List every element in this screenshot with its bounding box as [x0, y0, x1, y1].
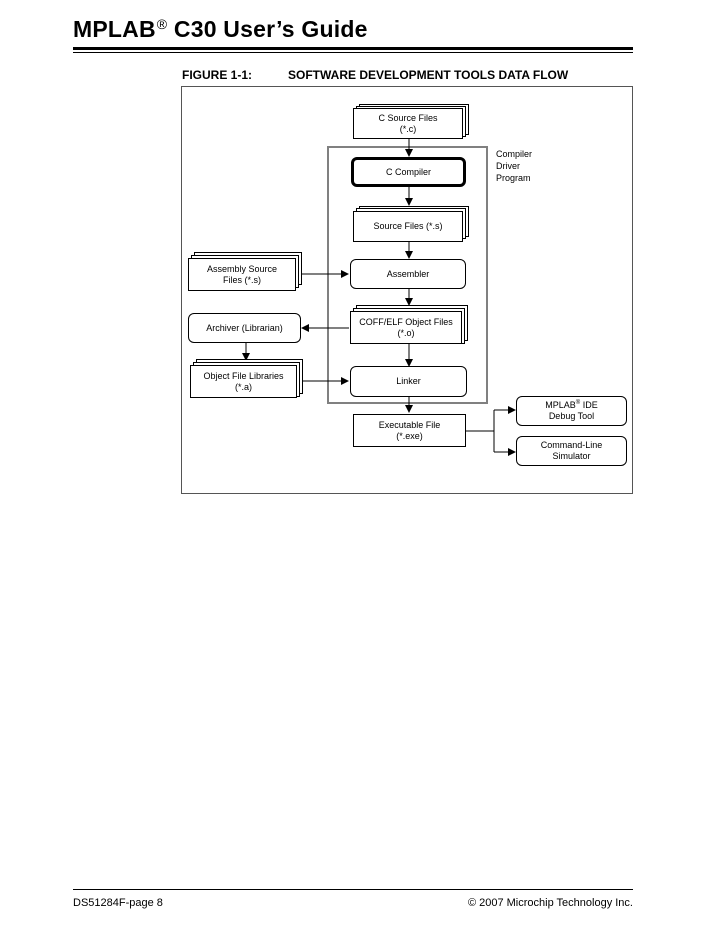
- header-rule-thin: [73, 52, 633, 53]
- figure-frame: [181, 86, 633, 494]
- object-file-libraries-box: Object File Libraries(*.a): [190, 365, 297, 398]
- executable-file-box: Executable File(*.exe): [353, 414, 466, 447]
- header-rule: [73, 47, 633, 50]
- archiver-box: Archiver (Librarian): [188, 313, 301, 343]
- figure-label: FIGURE 1-1:: [182, 68, 253, 82]
- c-source-files-box: C Source Files(*.c): [353, 108, 463, 139]
- page-header-title: MPLAB® C30 User’s Guide: [73, 16, 368, 42]
- compiler-driver-boundary: [327, 146, 488, 404]
- source-files-box: Source Files (*.s): [353, 211, 463, 242]
- copyright: © 2007 Microchip Technology Inc.: [467, 897, 633, 909]
- figure-title: SOFTWARE DEVELOPMENT TOOLS DATA FLOW: [288, 68, 569, 82]
- mplab-ide-debug-tool-box: MPLAB® IDE Debug Tool: [516, 396, 627, 426]
- c-compiler-box: C Compiler: [351, 157, 466, 187]
- object-files-box: COFF/ELF Object Files(*.o): [350, 311, 462, 344]
- compiler-driver-label: Compiler Driver Program: [496, 149, 533, 183]
- page-number: DS51284F-page 8: [73, 897, 163, 909]
- linker-box: Linker: [350, 366, 467, 397]
- footer-rule: [73, 889, 633, 890]
- assembler-box: Assembler: [350, 259, 466, 289]
